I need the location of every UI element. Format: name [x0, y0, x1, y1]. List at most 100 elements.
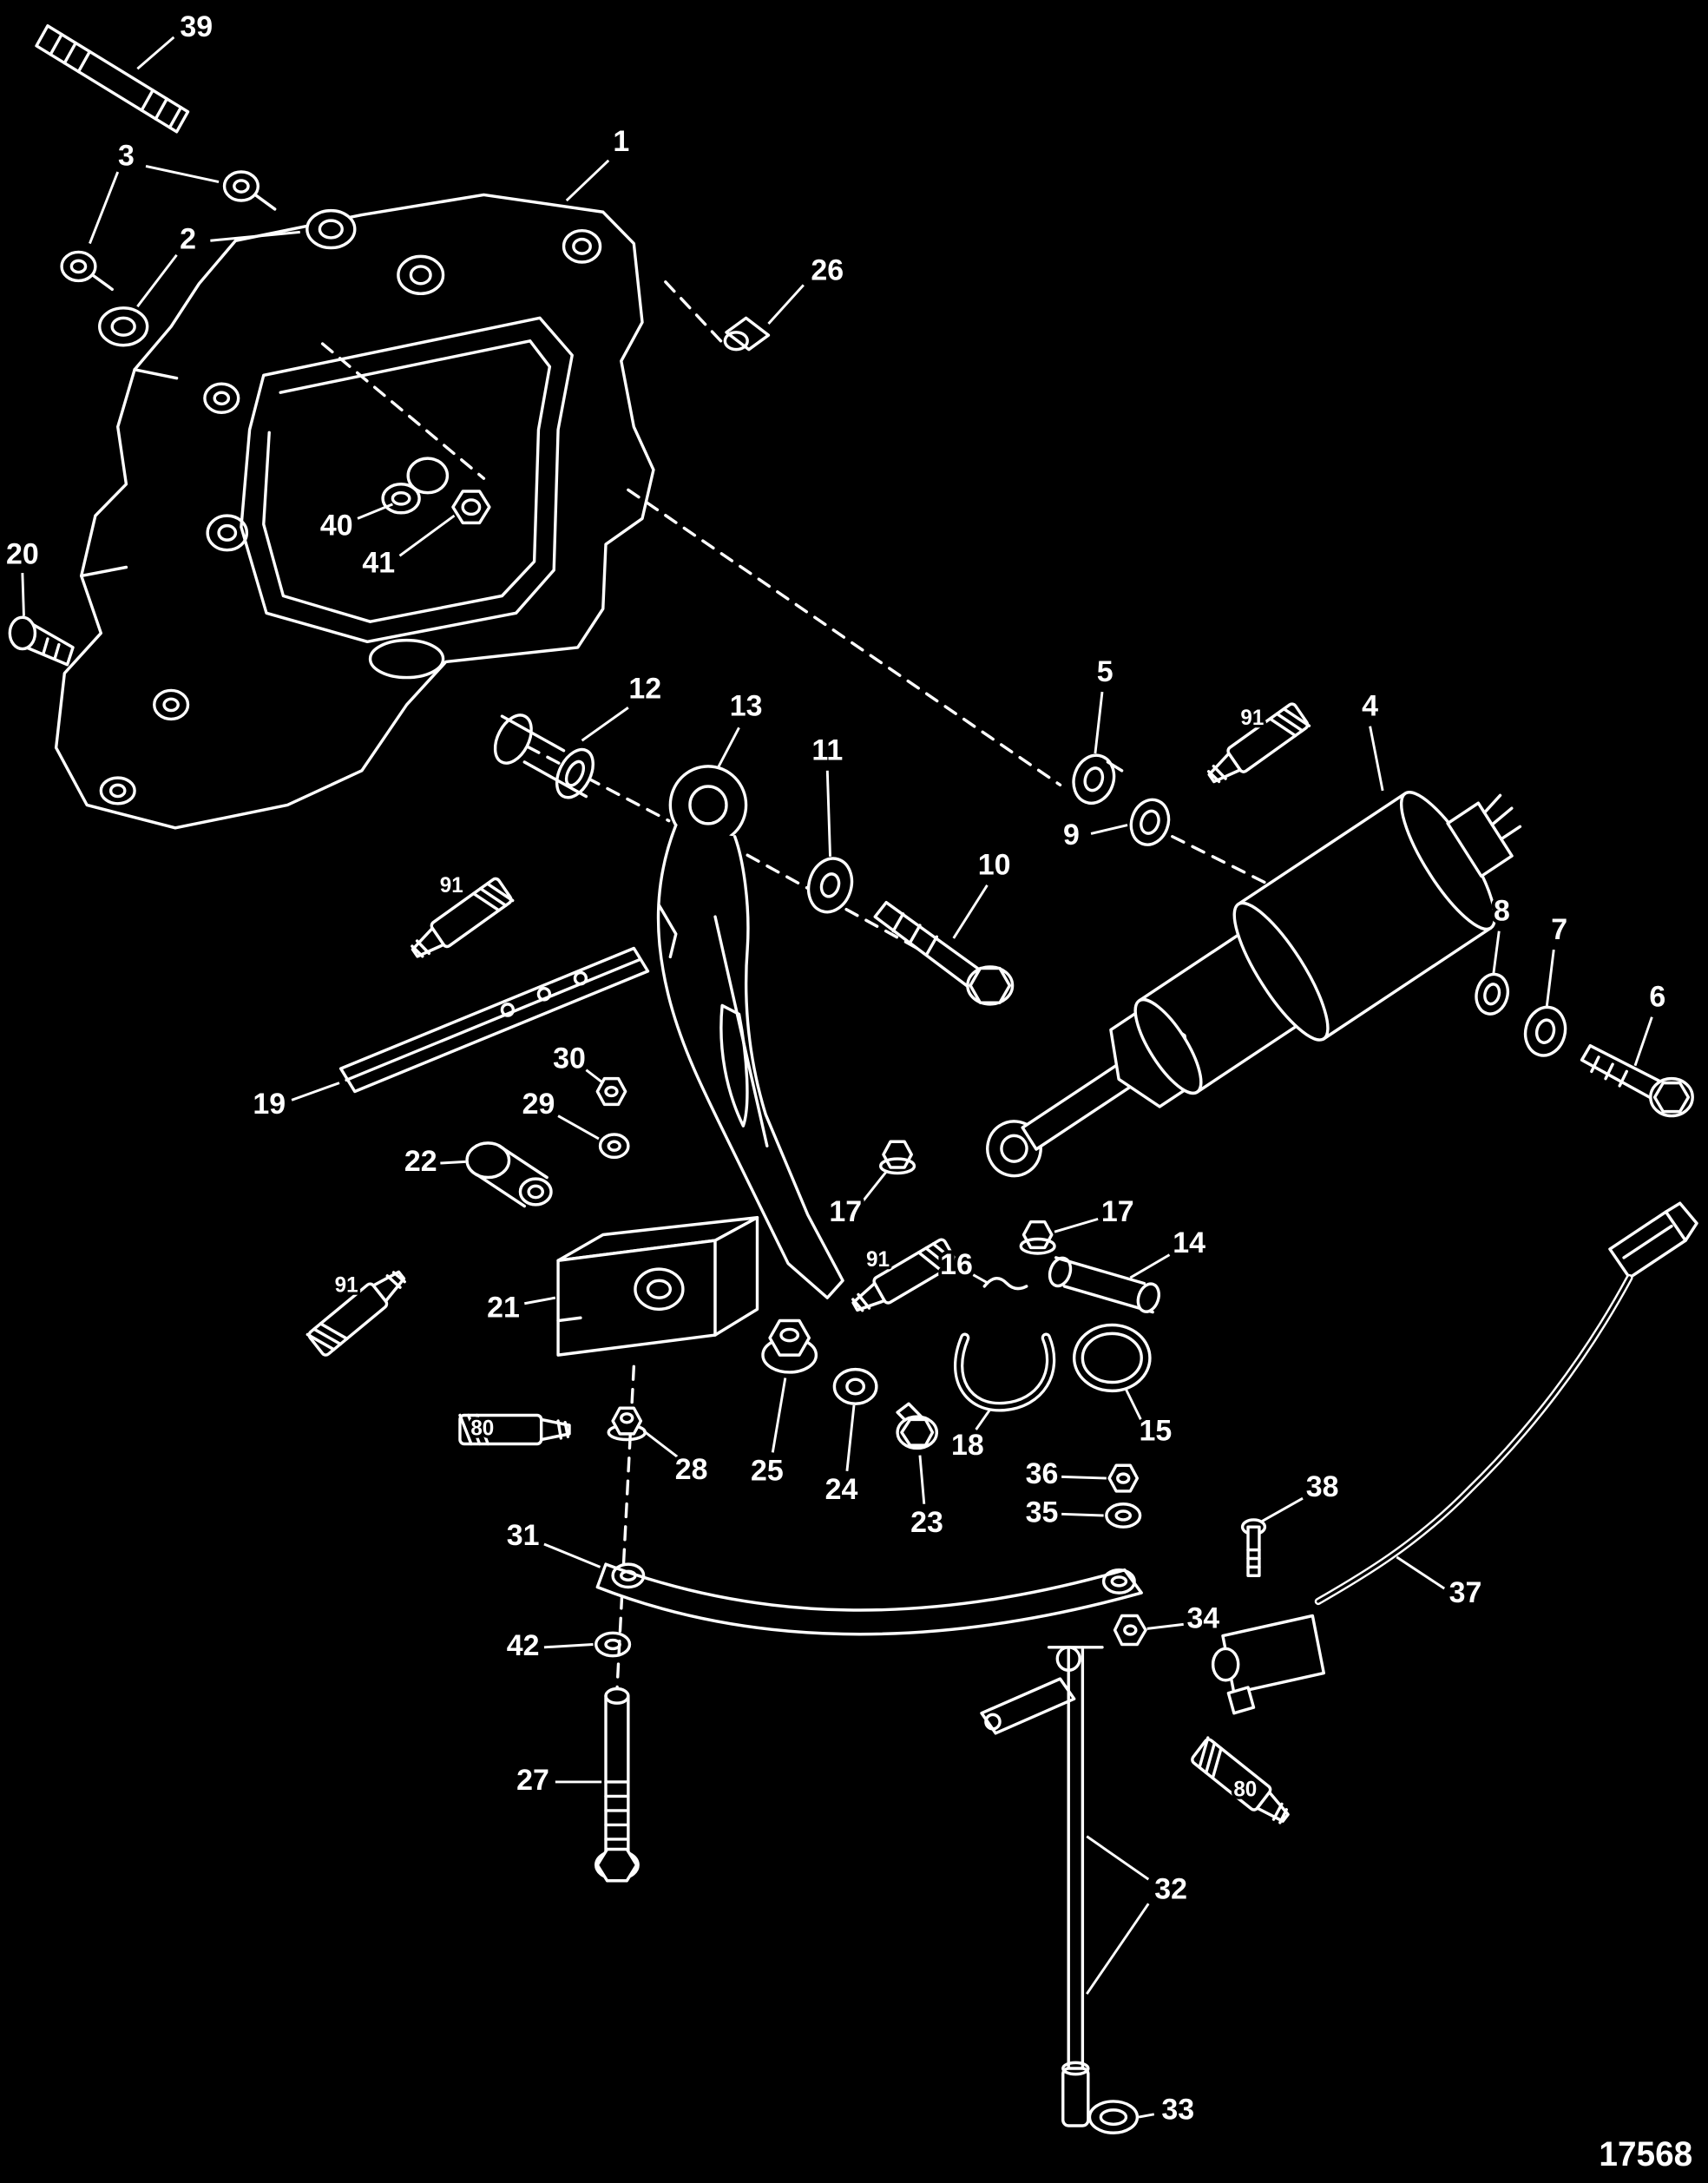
part-25-flanged-nut	[761, 1318, 818, 1374]
callout-label-14: 14	[1173, 1226, 1205, 1259]
callout-leader-18	[975, 1408, 991, 1430]
part-29-washer	[598, 1133, 630, 1160]
part-16-clip	[982, 1277, 1028, 1291]
part-22-plug	[465, 1141, 553, 1208]
part-21-block	[556, 1215, 759, 1357]
callout-label-10: 10	[978, 848, 1011, 881]
callout-label-35: 35	[1026, 1496, 1059, 1529]
callout-label-7: 7	[1551, 913, 1567, 946]
callout-label-22: 22	[404, 1145, 437, 1178]
callout-leader-32	[1086, 1835, 1150, 1881]
callout-label-24: 24	[825, 1473, 858, 1506]
callout-leader-20	[21, 573, 25, 616]
callout-label-23: 23	[910, 1506, 943, 1539]
part-8-washer	[1475, 972, 1510, 1016]
callout-leader-19	[291, 1082, 340, 1101]
callout-label-33: 33	[1161, 2093, 1194, 2126]
callout-leader-9	[1090, 824, 1128, 835]
callout-leader-42	[543, 1643, 594, 1649]
callout-label-1: 1	[613, 125, 629, 158]
callout-label-6: 6	[1649, 980, 1665, 1013]
callout-leader-37	[1396, 1555, 1446, 1590]
part-24-washer	[832, 1367, 878, 1405]
callout-leader-36	[1061, 1475, 1107, 1480]
callout-leader-4	[1369, 726, 1384, 792]
part-3-bolts	[60, 170, 277, 292]
callout-label-21: 21	[487, 1291, 520, 1324]
callout-leader-1	[565, 159, 610, 202]
callout-leader-10	[952, 884, 989, 939]
callout-label-17: 17	[1101, 1195, 1134, 1228]
callout-leader-2	[210, 230, 300, 242]
callout-label-80: 80	[470, 1417, 494, 1440]
part-26-plug	[723, 316, 771, 352]
part-31-link-arm	[595, 1562, 1143, 1636]
part-20-bolt	[8, 615, 75, 667]
callout-label-19: 19	[253, 1088, 286, 1121]
callout-label-91: 91	[866, 1248, 890, 1272]
part-9-bushing	[1129, 798, 1171, 846]
callout-label-42: 42	[507, 1629, 540, 1662]
callout-leader-15	[1125, 1389, 1143, 1422]
callout-leader-24	[845, 1404, 856, 1471]
callout-leader-32	[1086, 1903, 1150, 1996]
callout-label-39: 39	[180, 10, 213, 43]
part-27-bolt	[595, 1687, 640, 1883]
part-7-washer	[1523, 1005, 1567, 1057]
callout-leader-3	[145, 164, 220, 184]
part-13-shift-arm	[656, 765, 844, 1299]
part-35-washer	[1105, 1502, 1142, 1529]
part-33-grommet	[1087, 2100, 1140, 2134]
callout-label-37: 37	[1449, 1576, 1482, 1609]
callout-leader-14	[1129, 1253, 1171, 1279]
callout-leader-5	[1094, 691, 1104, 754]
callout-label-3: 3	[118, 139, 135, 172]
part-12-bushing	[493, 713, 595, 799]
part-5-bushing	[1072, 753, 1124, 805]
callout-leader-13	[716, 727, 740, 769]
callout-leader-17	[1054, 1217, 1099, 1233]
part-39-stud	[35, 23, 190, 134]
drawing-number: 17568	[1599, 2136, 1692, 2173]
part-1-mounting-plate	[54, 193, 655, 830]
part-36-nut	[1107, 1463, 1140, 1493]
callout-label-12: 12	[628, 672, 661, 705]
callout-label-80: 80	[1233, 1778, 1257, 1801]
callout-leader-26	[767, 284, 805, 325]
callout-leader-17	[861, 1170, 888, 1203]
callout-label-41: 41	[362, 546, 395, 579]
callout-label-34: 34	[1186, 1601, 1219, 1634]
part-15-o-ring	[1072, 1323, 1152, 1393]
callout-label-38: 38	[1306, 1470, 1339, 1502]
callout-leader-21	[524, 1296, 556, 1305]
callout-leader-33	[1138, 2113, 1155, 2119]
callout-label-9: 9	[1063, 819, 1080, 852]
callout-label-91: 91	[440, 874, 463, 898]
part-32-shift-shaft	[1047, 1646, 1104, 2127]
callout-label-15: 15	[1140, 1414, 1173, 1447]
part-18-clip	[953, 1332, 1056, 1412]
callout-leader-34	[1146, 1622, 1184, 1630]
callout-leader-30	[585, 1068, 604, 1084]
callout-label-20: 20	[6, 537, 39, 570]
part-11-washer	[806, 857, 854, 914]
part-23-bolt	[896, 1402, 939, 1450]
part-17-nut-right	[1019, 1220, 1056, 1255]
part-19-anchor-plate	[338, 946, 650, 1094]
callout-label-30: 30	[553, 1042, 586, 1075]
part-41-nut	[451, 490, 491, 525]
callout-leader-11	[825, 770, 831, 857]
part-10-bolt	[873, 900, 1015, 1006]
shift-lever-linkage	[980, 1646, 1081, 1735]
callout-leader-8	[1492, 930, 1501, 975]
callout-label-8: 8	[1494, 894, 1510, 927]
callout-label-31: 31	[507, 1519, 540, 1552]
callout-label-18: 18	[951, 1429, 984, 1462]
callout-label-27: 27	[516, 1764, 549, 1797]
callout-label-91: 91	[335, 1273, 358, 1297]
callout-label-17: 17	[829, 1195, 862, 1228]
callout-leader-22	[440, 1160, 466, 1165]
